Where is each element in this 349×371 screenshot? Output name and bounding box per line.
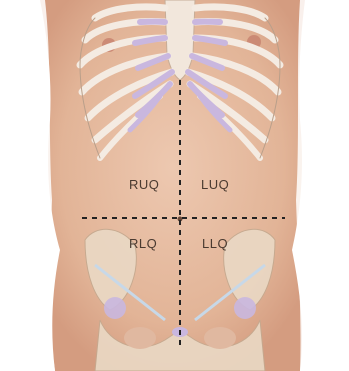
- quadrant-label-luq: LUQ: [201, 177, 229, 192]
- quadrant-label-rlq: RLQ: [129, 236, 157, 251]
- quadrant-label-ruq: RUQ: [129, 177, 159, 192]
- quadrant-label-llq: LLQ: [202, 236, 228, 251]
